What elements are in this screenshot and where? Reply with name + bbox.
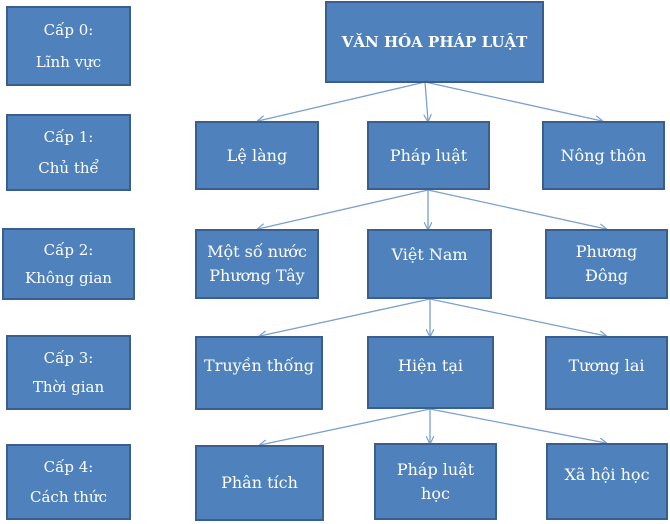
node-phuong-tay-line2: Phương Tây <box>209 266 305 285</box>
node-phan-tich-label: Phân tích <box>221 473 298 492</box>
node-phap-luat: Pháp luật <box>367 121 490 190</box>
node-tuong-lai-label: Tương lai <box>568 356 645 375</box>
node-phuong-tay: Một số nước Phương Tây <box>195 229 319 299</box>
node-hien-tai-label: Hiện tại <box>397 356 463 375</box>
level-3-subtitle: Thời gian <box>32 378 105 397</box>
node-van-hoa-phap-luat: VĂN HÓA PHÁP LUẬT <box>325 1 544 83</box>
level-0-title: Cấp 0: <box>43 21 94 39</box>
level-4-label: Cấp 4: Cách thức <box>6 444 131 520</box>
level-4-subtitle: Cách thức <box>30 488 107 506</box>
level-1-subtitle: Chủ thể <box>38 158 99 177</box>
arrow-phap-luat-to-phuong-dong <box>427 189 606 229</box>
arrow-root-to-phap-luat <box>425 81 428 121</box>
node-phap-luat-label: Pháp luật <box>389 145 468 165</box>
node-phuong-dong-line2: Đông <box>584 266 629 285</box>
node-nong-thon: Nông thôn <box>542 121 665 190</box>
level-1-label: Cấp 1: Chủ thể <box>6 114 131 191</box>
node-nong-thon-label: Nông thôn <box>560 145 647 165</box>
node-phuong-tay-line1: Một số nước <box>207 242 307 261</box>
node-truyen-thong: Truyền thống <box>195 336 323 410</box>
level-3-label: Cấp 3: Thời gian <box>6 335 131 410</box>
level-3-title: Cấp 3: <box>43 348 94 367</box>
level-1-title: Cấp 1: <box>43 128 94 147</box>
arrow-viet-nam-to-truyen-thong <box>260 298 431 336</box>
arrow-hien-tai-to-xa-hoi-hoc <box>429 408 606 443</box>
node-le-lang-label: Lệ làng <box>226 145 288 165</box>
node-xa-hoi-hoc-label: Xã hội học <box>564 465 650 484</box>
node-phap-luat-hoc-line2: học <box>421 483 450 503</box>
arrow-root-to-nong-thon <box>424 81 602 121</box>
node-viet-nam-label: Việt Nam <box>391 245 468 264</box>
arrow-root-to-le-lang <box>258 81 426 121</box>
node-viet-nam: Việt Nam <box>367 229 492 299</box>
node-phap-luat-hoc-line1: Pháp luật <box>396 459 475 479</box>
level-2-label: Cấp 2: Không gian <box>2 228 135 300</box>
arrow-phap-luat-to-phuong-tay <box>258 189 429 229</box>
level-2-title: Cấp 2: <box>43 241 94 259</box>
node-truyen-thong-label: Truyền thống <box>204 356 314 375</box>
arrow-hien-tai-to-phan-tich <box>260 408 431 445</box>
node-tuong-lai: Tương lai <box>545 336 668 410</box>
node-le-lang: Lệ làng <box>195 121 319 190</box>
level-0-label: Cấp 0: Lĩnh vực <box>6 6 131 86</box>
level-4-title: Cấp 4: <box>43 458 94 476</box>
node-phuong-dong-line1: Phương <box>575 242 638 261</box>
node-phan-tich: Phân tích <box>195 445 324 521</box>
node-xa-hoi-hoc: Xã hội học <box>546 443 668 520</box>
node-hien-tai: Hiện tại <box>367 336 494 409</box>
node-phap-luat-hoc: Pháp luật học <box>374 443 497 520</box>
level-0-subtitle: Lĩnh vực <box>35 53 102 71</box>
level-2-subtitle: Không gian <box>25 269 112 287</box>
node-van-hoa-phap-luat-label: VĂN HÓA PHÁP LUẬT <box>341 33 528 51</box>
arrow-viet-nam-to-tuong-lai <box>429 298 606 336</box>
node-phuong-dong: Phương Đông <box>545 229 668 299</box>
